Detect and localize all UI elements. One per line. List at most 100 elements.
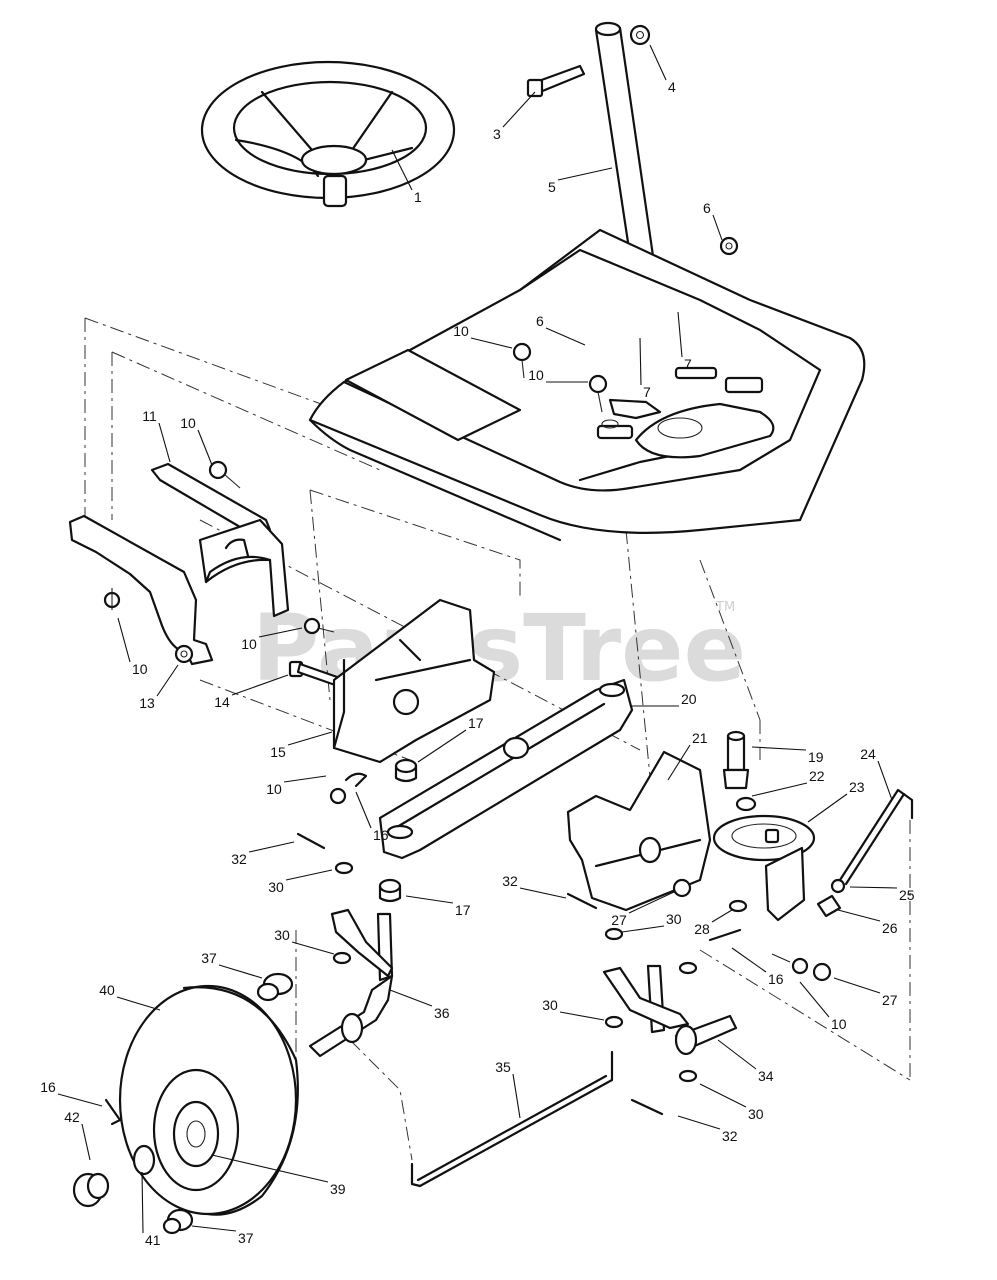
callout-26: 26 [837,909,898,936]
sector-gear-23 [712,814,816,922]
callout-leader [559,1011,605,1021]
bushing-17-upper [394,758,418,783]
watermark-text: PartsTree [252,595,746,702]
callout-leader [81,1123,91,1161]
callout-number: 10 [132,661,148,677]
upper-bracket-11 [150,462,290,618]
callout-7: 7 [639,337,651,400]
callout-number: 25 [899,887,915,903]
bearing-37-upper [256,972,294,1002]
callout-28: 28 [694,909,733,937]
callout-leader [291,941,335,955]
screw-10-right [771,953,809,975]
callout-number: 37 [201,950,217,966]
callout-number: 30 [268,879,284,895]
callout-leader [621,925,665,933]
cotter-pins-32 [296,832,664,1116]
screw-10-dash-left [512,342,532,379]
callout-42: 42 [64,1109,91,1161]
callout-number: 10 [266,781,282,797]
steering-pinion-19 [722,730,750,790]
callout-27: 27 [611,891,675,928]
callout-number: 32 [231,851,247,867]
callout-leader [649,44,667,81]
callout-number: 32 [502,873,518,889]
callout-7: 7 [677,311,692,372]
callout-leader [156,664,179,697]
callout-leader [751,782,808,797]
callout-1: 1 [391,149,422,205]
callout-leader [677,311,683,358]
callout-leader [116,996,161,1011]
callout-leader [389,989,433,1007]
callout-leader [712,214,723,241]
callout-leader [751,746,807,751]
spindle-36 [308,908,394,1058]
callout-number: 10 [241,636,257,652]
callout-number: 36 [434,1005,450,1021]
callout-37: 37 [191,1225,254,1246]
callout-leader [837,909,881,922]
callout-number: 10 [180,415,196,431]
callout-10: 10 [241,627,303,652]
callout-leader [158,422,171,463]
callout-number: 40 [99,982,115,998]
callout-number: 26 [882,920,898,936]
callout-leader [355,791,372,829]
callout-23: 23 [807,779,865,823]
callout-27: 27 [833,977,898,1008]
bracket-21 [566,750,712,912]
callout-41: 41 [141,1171,161,1248]
callout-leader [639,337,642,386]
washer-41 [132,1144,156,1176]
callout-21: 21 [667,730,708,781]
callout-leader [731,947,767,973]
callout-number: 1 [414,189,422,205]
bushing-42 [72,1172,110,1208]
callout-11: 11 [142,408,171,463]
callout-19: 19 [751,746,824,765]
callout-number: 42 [64,1109,80,1125]
callout-37: 37 [201,950,263,979]
callout-leader [667,744,691,781]
nut-6-upper [719,236,739,256]
nut-27-upper [672,878,692,898]
callout-leader [141,1171,144,1234]
callout-number: 39 [330,1181,346,1197]
callout-39: 39 [211,1154,346,1197]
callout-32: 32 [677,1115,738,1144]
callout-6: 6 [536,313,586,346]
callout-leader [545,327,586,346]
frame-bracket-13 [68,514,214,666]
callout-number: 5 [548,179,556,195]
washers-30 [332,861,698,1083]
front-axle-20 [378,678,634,860]
callout-5: 5 [548,167,613,195]
callout-15: 15 [270,731,333,760]
callout-number: 41 [145,1232,161,1248]
callout-leader [191,1225,237,1232]
callout-number: 16 [768,971,784,987]
callout-number: 6 [536,313,544,329]
callout-24: 24 [860,746,893,801]
callout-number: 37 [238,1230,254,1246]
callout-16: 16 [731,947,784,987]
callout-number: 19 [808,749,824,765]
callout-number: 11 [142,408,157,424]
callout-10: 10 [266,775,327,797]
callout-number: 16 [373,827,389,843]
watermark-trademark: TM [715,600,735,615]
callout-number: 3 [493,126,501,142]
callout-leader [519,887,567,899]
callout-6: 6 [703,200,723,241]
nut-25 [830,878,846,894]
callout-number: 14 [214,694,230,710]
spindle-34 [602,964,738,1056]
callout-leader [417,729,467,763]
callout-leader [405,895,454,904]
nut-4 [629,24,651,46]
callout-leader [57,1093,103,1107]
callout-16: 16 [40,1079,103,1107]
callout-number: 28 [694,921,710,937]
